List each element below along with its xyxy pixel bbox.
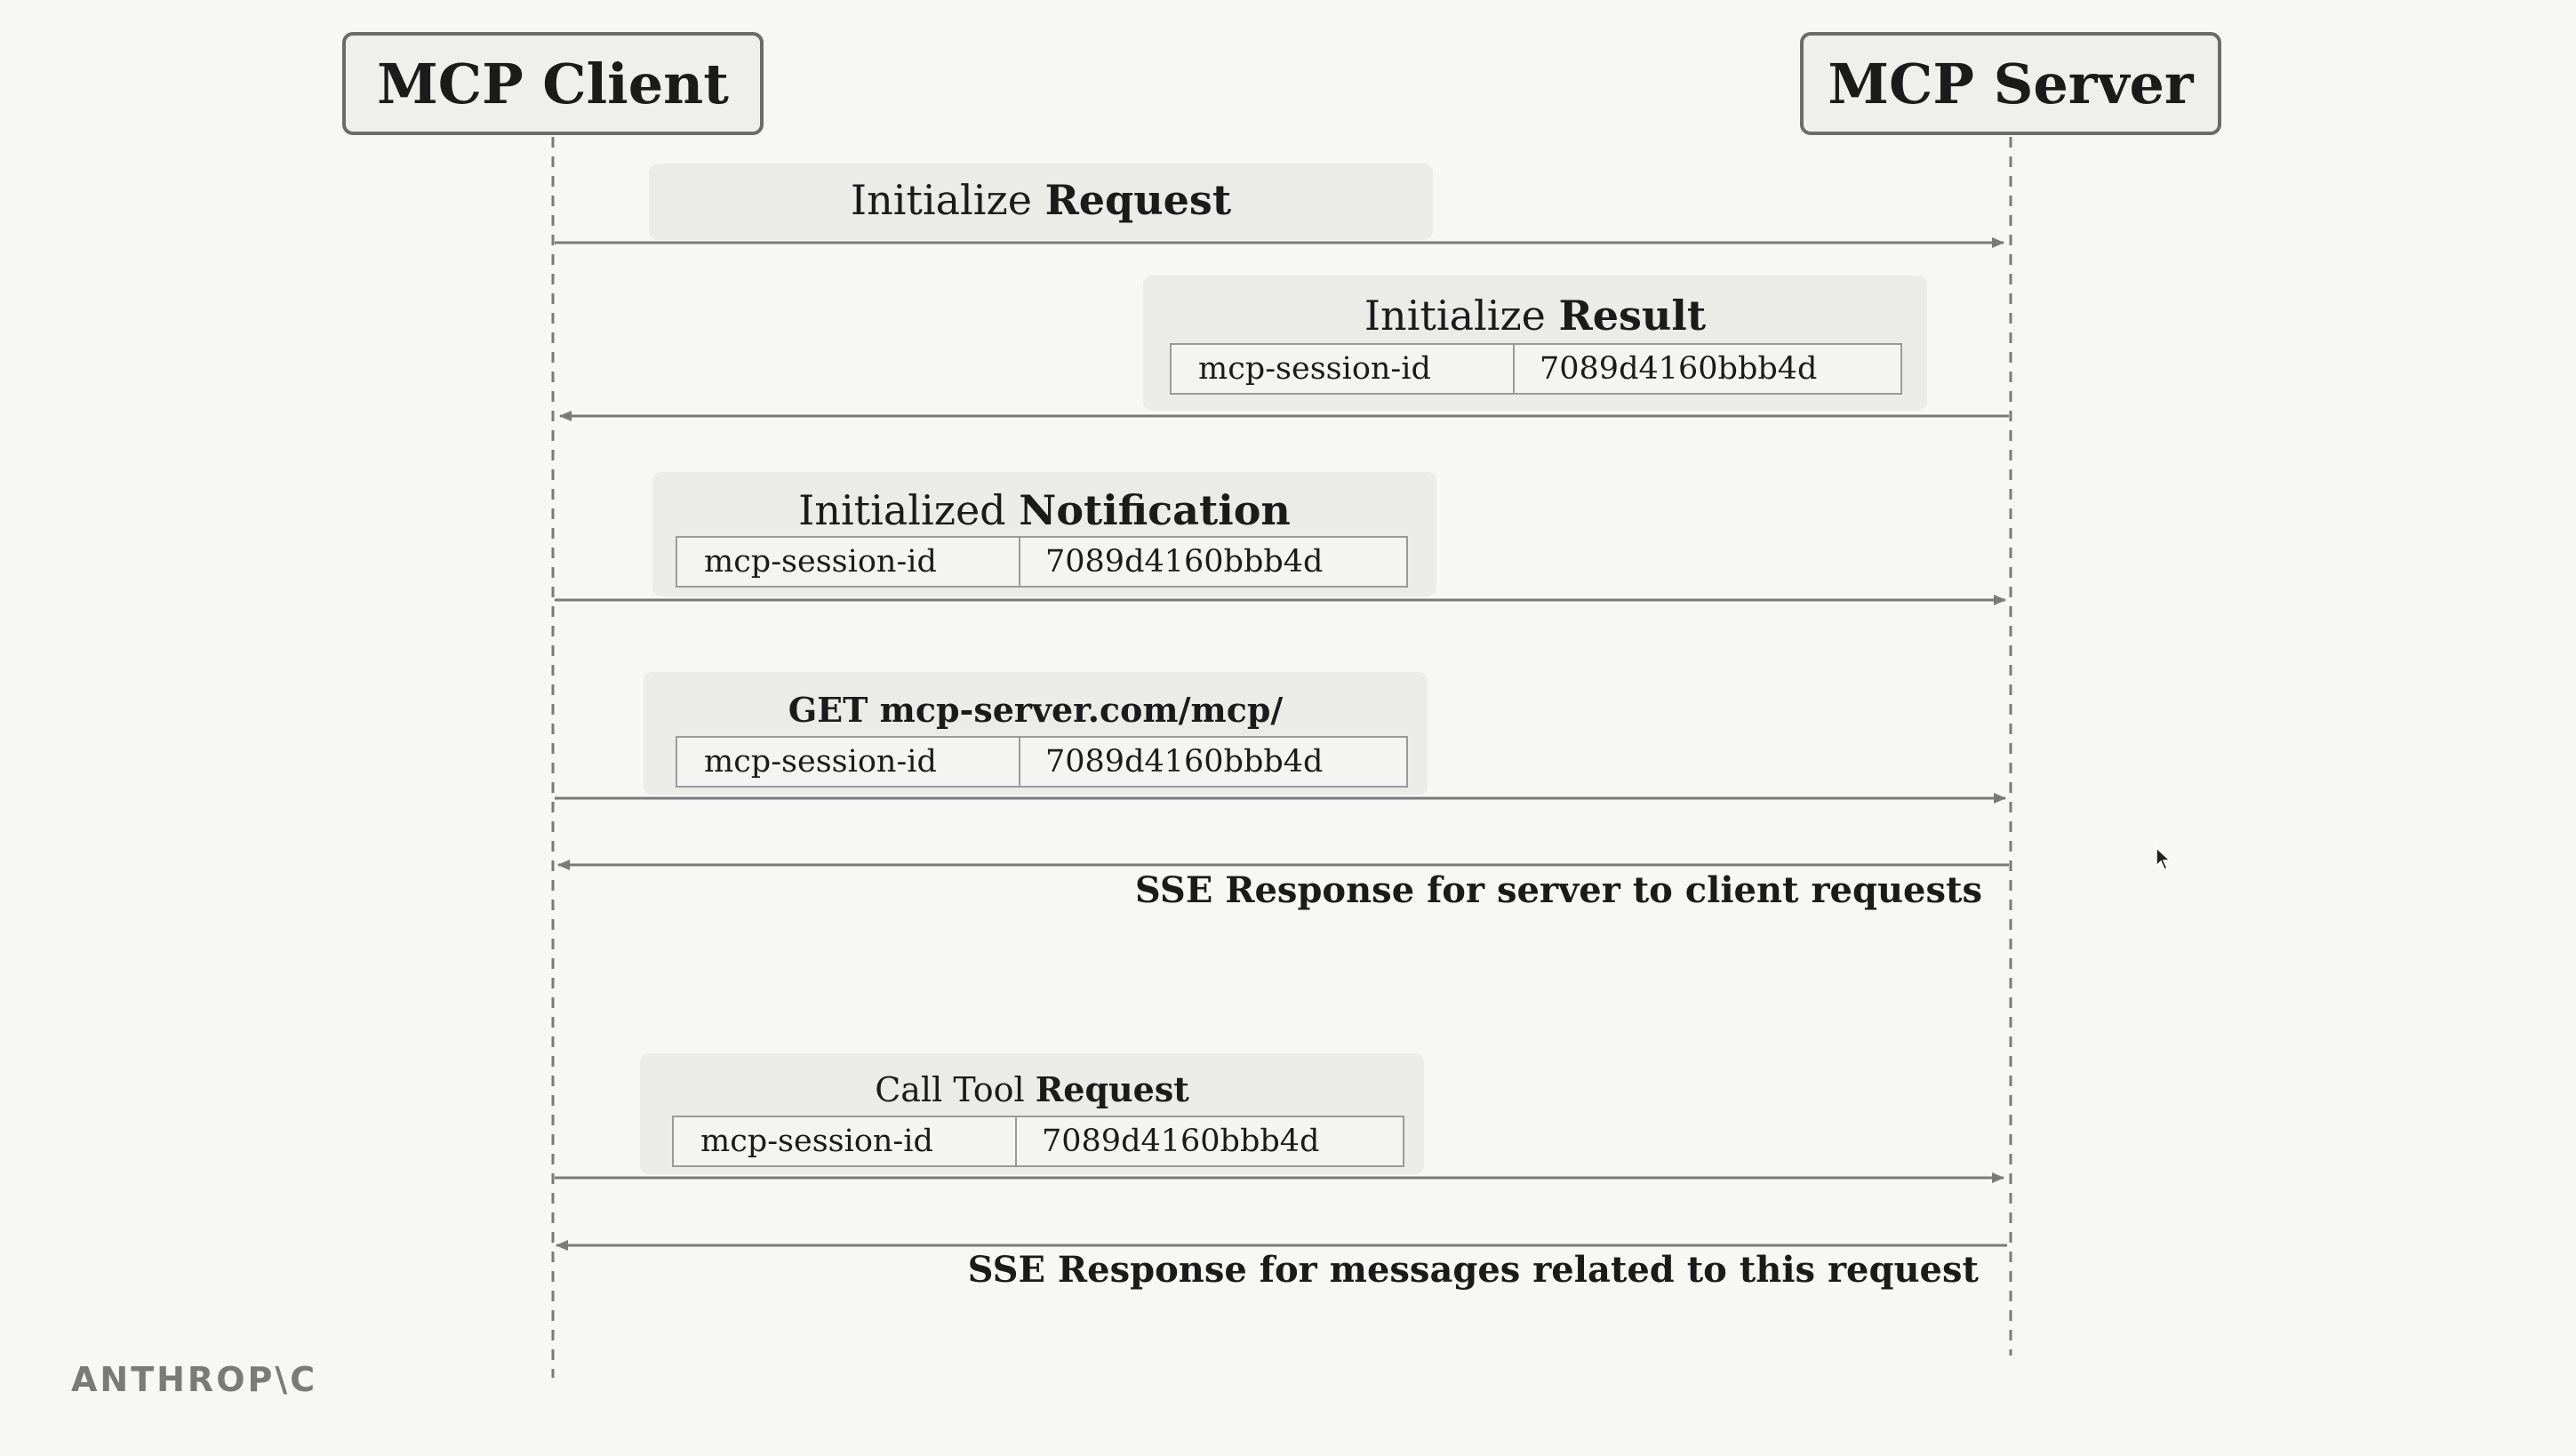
session-id-value: 7089d4160bbb4d [1045, 544, 1324, 580]
title-text: Initialize [1364, 292, 1559, 340]
title-text: Initialize [850, 176, 1045, 224]
session-id-key: mcp-session-id [677, 738, 1020, 786]
session-id-key: mcp-session-id [1172, 345, 1515, 393]
session-id-field: mcp-session-id 7089d4160bbb4d [672, 1116, 1404, 1167]
anthropic-logo: ANTHROP\C [71, 1360, 318, 1399]
sse-response-server-requests-caption: SSE Response for server to client reques… [1134, 869, 1982, 911]
session-id-value: 7089d4160bbb4d [1045, 744, 1324, 780]
initialize-request-title: Initialize Request [649, 176, 1433, 224]
title-text: Call Tool [875, 1070, 1036, 1109]
mcp-server-label: MCP Server [1828, 51, 2194, 116]
initialized-notification-title: Initialized Notification [652, 486, 1436, 534]
title-bold-text: Request [1035, 1069, 1189, 1109]
title-bold-text: Notification [1019, 486, 1291, 534]
session-id-value: 7089d4160bbb4d [1540, 351, 1818, 387]
get-request-title: GET mcp-server.com/mcp/ [644, 690, 1428, 730]
title-bold-text: Request [1044, 176, 1232, 224]
initialize-result-card: Initialize Result mcp-session-id 7089d41… [1143, 276, 1927, 411]
mcp-client-box: MCP Client [342, 32, 764, 135]
session-id-field: mcp-session-id 7089d4160bbb4d [676, 536, 1408, 588]
title-text: Initialized [798, 486, 1020, 534]
mcp-server-box: MCP Server [1800, 32, 2221, 135]
title-bold-text: GET mcp-server.com/mcp/ [788, 690, 1284, 730]
get-request-card: GET mcp-server.com/mcp/ mcp-session-id 7… [644, 672, 1428, 795]
session-id-field: mcp-session-id 7089d4160bbb4d [676, 736, 1408, 788]
sse-response-this-request-caption: SSE Response for messages related to thi… [967, 1249, 1979, 1291]
mcp-client-label: MCP Client [377, 51, 729, 116]
session-id-value: 7089d4160bbb4d [1042, 1124, 1320, 1159]
session-id-field: mcp-session-id 7089d4160bbb4d [1170, 343, 1902, 395]
session-id-key: mcp-session-id [677, 538, 1020, 586]
session-id-key: mcp-session-id [674, 1117, 1017, 1165]
call-tool-request-card: Call Tool Request mcp-session-id 7089d41… [640, 1053, 1424, 1174]
initialize-result-title: Initialize Result [1143, 292, 1927, 340]
initialized-notification-card: Initialized Notification mcp-session-id … [652, 472, 1436, 596]
mouse-cursor-icon [2156, 846, 2172, 871]
title-bold-text: Result [1558, 292, 1707, 340]
call-tool-request-title: Call Tool Request [640, 1069, 1424, 1109]
initialize-request-card: Initialize Request [649, 164, 1433, 240]
